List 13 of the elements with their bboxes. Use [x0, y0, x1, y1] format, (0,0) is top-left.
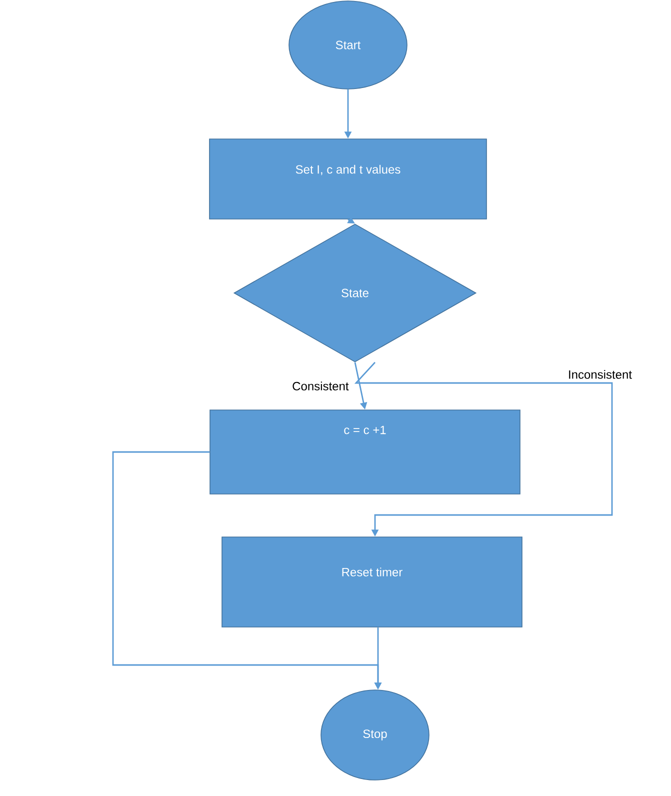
node-label: Start	[336, 40, 361, 50]
start-ellipse	[288, 0, 408, 90]
node-label: Set I, c and t values	[296, 164, 400, 176]
node-label: Reset timer	[342, 568, 402, 576]
node-label: Stop	[363, 730, 387, 740]
node-label: State	[342, 288, 368, 298]
stop-ellipse	[320, 690, 430, 780]
process-box	[210, 410, 520, 494]
node-label: c = c +1	[344, 426, 386, 434]
edge-label: Consistent	[291, 380, 350, 392]
process-box	[209, 138, 487, 220]
edge-label: Inconsistent	[566, 368, 634, 380]
process-box	[222, 536, 522, 628]
